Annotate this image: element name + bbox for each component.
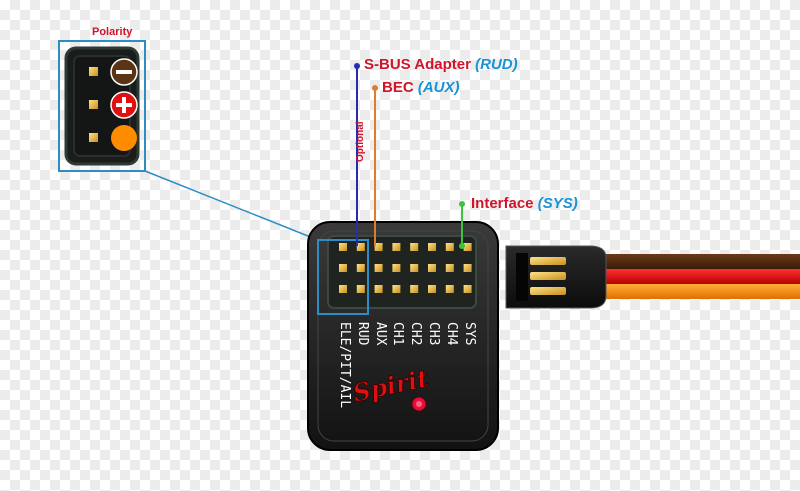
polarity-pin-1 [89,67,98,76]
interface-label-main: Interface [471,195,534,212]
header-pin [356,243,365,251]
orange-dot-icon [111,125,137,151]
pin-label: AUX [372,322,388,346]
header-pin [392,264,401,272]
header-pin [356,264,365,272]
header-pin [392,285,401,293]
bec-label-sub: (AUX) [417,79,460,96]
polarity-pin-2 [89,100,98,109]
header-pin [428,243,436,251]
polarity-highlight-box [317,239,369,315]
bec-label-main: BEC [382,79,414,96]
plug-contact-3 [530,287,566,295]
plug-contact-1 [530,257,566,265]
pin-grid [339,243,472,293]
servo-cable [505,245,800,309]
header-pin [374,243,383,251]
polarity-pin-3 [89,133,98,142]
pin-label: CH3 [426,322,441,346]
header-pin [445,285,454,293]
header-pin [463,264,472,272]
header-pin [428,285,436,293]
header-pin [463,243,472,251]
plus-circle-icon [110,91,138,119]
sbus-label: S-BUS Adapter (RUD) [364,56,518,73]
header-pin [410,264,419,272]
header-pin [339,285,347,293]
header-pin [428,264,436,272]
header-pin [410,285,419,293]
header-pin [445,264,454,272]
header-pin [339,264,347,272]
wire-brown [560,254,800,269]
header-pin [445,243,454,251]
header-pin [410,243,419,251]
polarity-leader-line [144,170,319,241]
sbus-label-main: S-BUS Adapter [364,56,471,73]
polarity-detail-box [58,40,146,172]
spirit-unit: Spirit [307,221,499,451]
header-pin [392,243,401,251]
interface-label: Interface (SYS) [471,195,578,212]
header-pin [374,264,383,272]
polarity-title: Polarity [92,26,133,38]
pin-label: ELE/PIT/AIL [337,322,352,409]
header-pin [463,285,472,293]
header-pin [356,285,365,293]
pin-label: RUD [354,322,370,346]
minus-circle-icon [110,58,138,86]
pin-label: CH2 [408,322,424,346]
plug-contact-2 [530,272,566,280]
header-pin [374,285,383,293]
header-pin [339,243,347,251]
wire-red [560,269,800,284]
pin-label: CH4 [443,322,459,346]
bec-label: BEC (AUX) [382,79,460,96]
pin-label: SYS [461,322,477,346]
pin-label: CH1 [390,322,406,346]
pin-header [327,235,477,309]
wire-orange [560,284,800,299]
sbus-label-sub: (RUD) [475,56,518,73]
interface-label-sub: (SYS) [537,195,578,212]
optional-label: Optional [355,121,366,162]
